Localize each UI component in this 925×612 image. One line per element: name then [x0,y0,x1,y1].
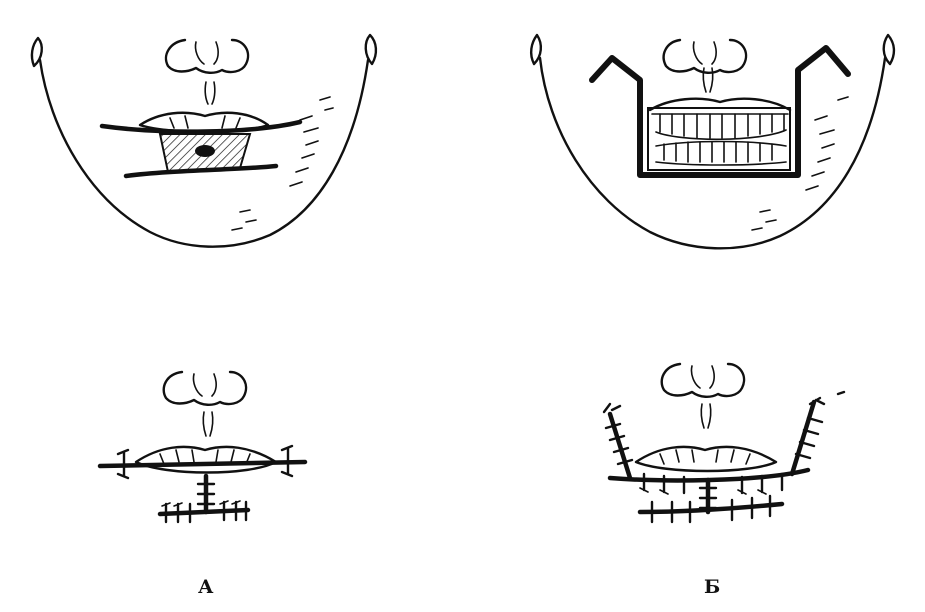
nose [664,40,746,73]
sutured-result-a [100,372,305,522]
nose [164,372,246,405]
nose [166,40,248,73]
lesion [195,145,215,157]
nose [662,364,744,397]
philtrum [701,404,711,428]
panel-label-a: А [198,576,213,598]
face-excision-marking [32,35,376,247]
chin-shading [232,210,256,230]
nose-detail [193,374,216,396]
upper-lip-shading [170,116,240,128]
lip-shading [660,450,750,464]
nose-detail [195,42,218,64]
sutured-result-b [604,364,844,522]
right-oblique-suture [792,402,814,474]
lips [636,447,776,471]
lip-suture-line [100,462,305,466]
cheek-shading [290,97,333,186]
nose-detail [693,42,716,64]
stray-mark [838,392,844,394]
upper-incision-line [102,122,300,132]
upper-curved-stitches [644,474,782,493]
cheek-shading [806,97,848,190]
nose-detail [691,366,714,388]
lips [136,447,276,473]
panel-label-b: Б [704,576,720,598]
upper-teeth [652,114,788,139]
lower-suture-line [640,504,782,512]
face-flap-marking [531,35,894,248]
lower-teeth [656,142,786,166]
philtrum [205,82,215,104]
chin-shading [752,210,776,230]
philtrum [203,412,213,436]
flap-incision-line [592,48,848,175]
